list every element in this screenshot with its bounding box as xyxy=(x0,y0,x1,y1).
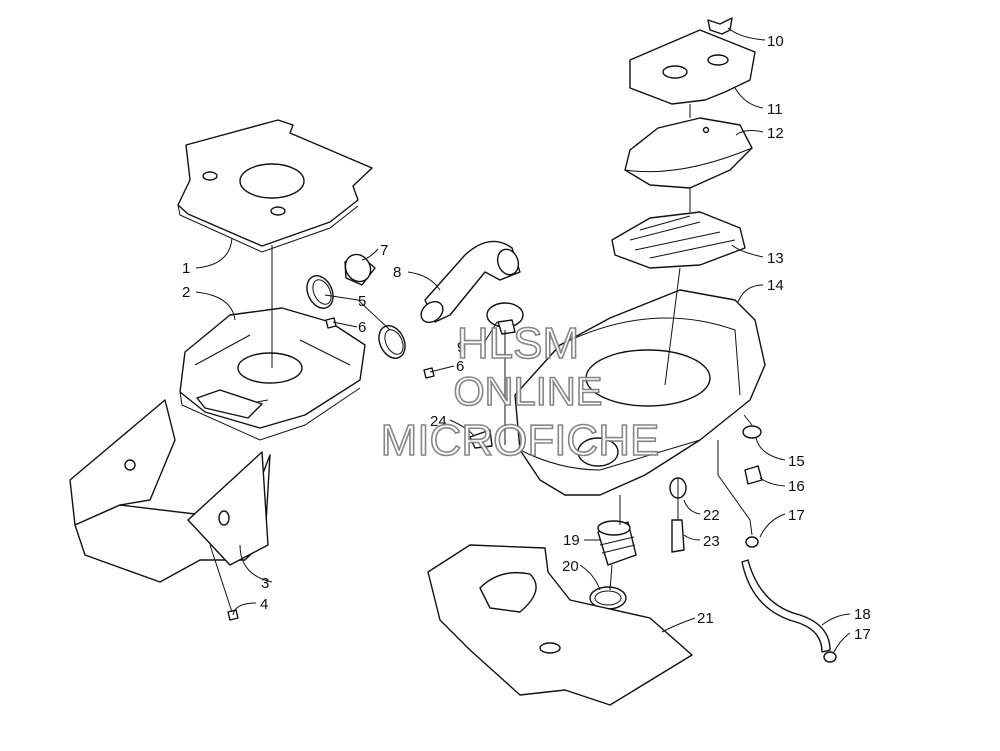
callout-12: 12 xyxy=(767,125,784,142)
callout-3: 3 xyxy=(261,575,269,592)
leader-lines xyxy=(195,27,851,653)
callout-17a: 17 xyxy=(788,507,805,524)
callout-1: 1 xyxy=(182,260,190,277)
part-14-main-airbox xyxy=(514,289,766,496)
callout-19: 19 xyxy=(563,532,580,549)
part-24-clip xyxy=(469,429,493,449)
part-23-drain-valve xyxy=(671,519,685,553)
callout-8: 8 xyxy=(393,264,401,281)
callout-9: 9 xyxy=(457,339,465,356)
watermark-line-2: ONLINE xyxy=(454,370,603,414)
watermark-line-3: MICROFICHE xyxy=(381,416,660,465)
part-5-clamp-upper xyxy=(306,275,334,309)
part-6-screw-upper xyxy=(325,317,337,329)
part-13-filter-element xyxy=(611,211,746,269)
watermark-line-1: HLSM xyxy=(457,319,579,368)
callout-18: 18 xyxy=(854,606,871,623)
part-17-clamp-lower xyxy=(823,651,837,663)
part-1-airbox-lid xyxy=(177,119,373,253)
part-9-clamp xyxy=(486,302,524,335)
part-15-grommet xyxy=(742,425,762,439)
part-8-intake-duct xyxy=(420,240,521,324)
callout-17b: 17 xyxy=(854,626,871,643)
callout-15: 15 xyxy=(788,453,805,470)
part-3-heat-shield xyxy=(69,399,271,583)
part-6-screw-lower xyxy=(423,367,435,379)
callout-20: 20 xyxy=(562,558,579,575)
callout-10: 10 xyxy=(767,33,784,50)
callout-7: 7 xyxy=(380,242,388,259)
callout-24: 24 xyxy=(430,413,447,430)
part-10-wing-nut xyxy=(707,17,733,35)
part-19-boot xyxy=(597,520,637,566)
part-11-cover-plate xyxy=(629,29,756,105)
callout-4: 4 xyxy=(260,596,268,613)
callout-21: 21 xyxy=(697,610,714,627)
part-12-filter-cover xyxy=(624,117,753,189)
callout-6b: 6 xyxy=(456,358,464,375)
part-17-clamp-upper xyxy=(745,536,759,548)
callout-23: 23 xyxy=(703,533,720,550)
callout-6a: 6 xyxy=(358,319,366,336)
callout-5: 5 xyxy=(358,293,366,310)
watermark: HLSM ONLINE MICROFICHE xyxy=(380,318,660,466)
callout-13: 13 xyxy=(767,250,784,267)
callout-2: 2 xyxy=(182,284,190,301)
part-7-intake-boot xyxy=(344,253,376,286)
callout-14: 14 xyxy=(767,277,784,294)
part-18-drain-hose xyxy=(741,559,831,653)
part-21-seal-plate xyxy=(427,544,693,706)
callout-16: 16 xyxy=(788,478,805,495)
part-5-clamp-lower xyxy=(378,325,406,359)
callout-22: 22 xyxy=(703,507,720,524)
part-16-fitting xyxy=(744,465,763,485)
callout-11: 11 xyxy=(767,101,783,118)
